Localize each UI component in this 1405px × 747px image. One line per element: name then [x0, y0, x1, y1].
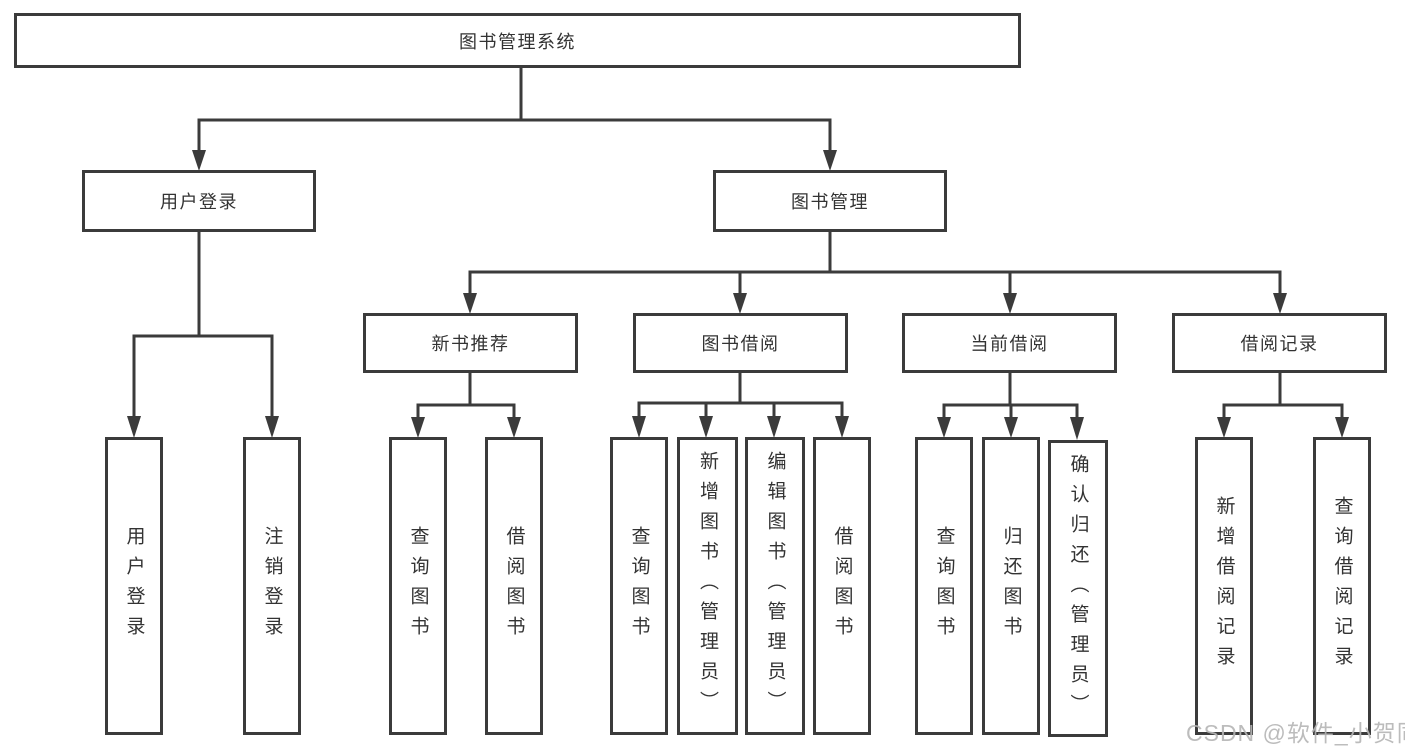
arrowhead: [1003, 293, 1017, 314]
arrowhead: [632, 416, 646, 438]
arrowhead: [937, 417, 951, 438]
leaf-borrow-books-borrowing-label: 借阅图书: [831, 526, 853, 646]
leaf-edit-books-admin-label: 编辑图书（管理员）: [764, 451, 786, 721]
leaf-query-books-recommend-label: 查询图书: [407, 526, 429, 646]
node-new-book-recommend-label: 新书推荐: [431, 334, 510, 354]
leaf-borrow-books-recommend-label: 借阅图书: [503, 526, 525, 646]
leaf-logout: 注销登录: [243, 437, 301, 735]
leaf-query-books-current: 查询图书: [915, 437, 973, 735]
leaf-query-books-recommend: 查询图书: [389, 437, 447, 735]
leaf-user-login-label: 用户登录: [123, 526, 145, 646]
node-borrowing-records: 借阅记录: [1172, 313, 1387, 373]
arrowhead: [1273, 293, 1287, 314]
arrowhead: [127, 416, 141, 438]
node-book-management-label: 图书管理: [791, 192, 869, 212]
arrowhead: [733, 293, 747, 314]
arrowhead: [767, 416, 781, 438]
leaf-add-borrow-record-label: 新增借阅记录: [1213, 496, 1235, 676]
leaf-confirm-return-admin-label: 确认归还（管理员）: [1067, 453, 1089, 724]
leaf-edit-books-admin: 编辑图书（管理员）: [745, 437, 805, 735]
node-new-book-recommend: 新书推荐: [363, 313, 578, 373]
leaf-confirm-return-admin: 确认归还（管理员）: [1048, 440, 1108, 737]
arrowhead: [1217, 417, 1231, 438]
arrowhead: [1335, 417, 1349, 438]
leaf-return-books-label: 归还图书: [1000, 526, 1022, 646]
leaf-query-borrow-record: 查询借阅记录: [1313, 437, 1371, 735]
arrowhead: [463, 293, 477, 314]
leaf-query-books-current-label: 查询图书: [933, 526, 955, 646]
node-root-label: 图书管理系统: [459, 31, 576, 52]
node-book-management: 图书管理: [713, 170, 947, 232]
arrowhead: [835, 416, 849, 438]
leaf-query-books-borrowing: 查询图书: [610, 437, 668, 735]
arrowhead: [1070, 417, 1084, 440]
arrowhead: [823, 150, 837, 171]
arrowhead: [1004, 417, 1018, 438]
node-book-borrowing-label: 图书借阅: [701, 334, 780, 354]
node-borrowing-records-label: 借阅记录: [1240, 334, 1319, 354]
node-user-login-label: 用户登录: [160, 192, 238, 212]
arrowhead: [192, 150, 206, 171]
arrowhead: [411, 417, 425, 438]
node-root: 图书管理系统: [14, 13, 1021, 68]
leaf-borrow-books-borrowing: 借阅图书: [813, 437, 871, 735]
node-book-borrowing: 图书借阅: [633, 313, 848, 373]
leaf-add-books-admin: 新增图书（管理员）: [677, 437, 738, 735]
csdn-watermark: CSDN @软件_小贺同学: [1186, 720, 1405, 746]
leaf-add-borrow-record: 新增借阅记录: [1195, 437, 1253, 735]
leaf-user-login: 用户登录: [105, 437, 163, 735]
node-user-login: 用户登录: [82, 170, 316, 232]
leaf-query-books-borrowing-label: 查询图书: [628, 526, 650, 646]
arrowhead: [699, 416, 713, 438]
leaf-return-books: 归还图书: [982, 437, 1040, 735]
leaf-add-books-admin-label: 新增图书（管理员）: [697, 451, 718, 721]
leaf-logout-label: 注销登录: [261, 526, 283, 646]
node-current-borrowing-label: 当前借阅: [970, 334, 1049, 354]
leaf-query-borrow-record-label: 查询借阅记录: [1331, 496, 1353, 676]
node-current-borrowing: 当前借阅: [902, 313, 1117, 373]
arrowhead: [507, 417, 521, 438]
leaf-borrow-books-recommend: 借阅图书: [485, 437, 543, 735]
arrowhead: [265, 416, 279, 438]
